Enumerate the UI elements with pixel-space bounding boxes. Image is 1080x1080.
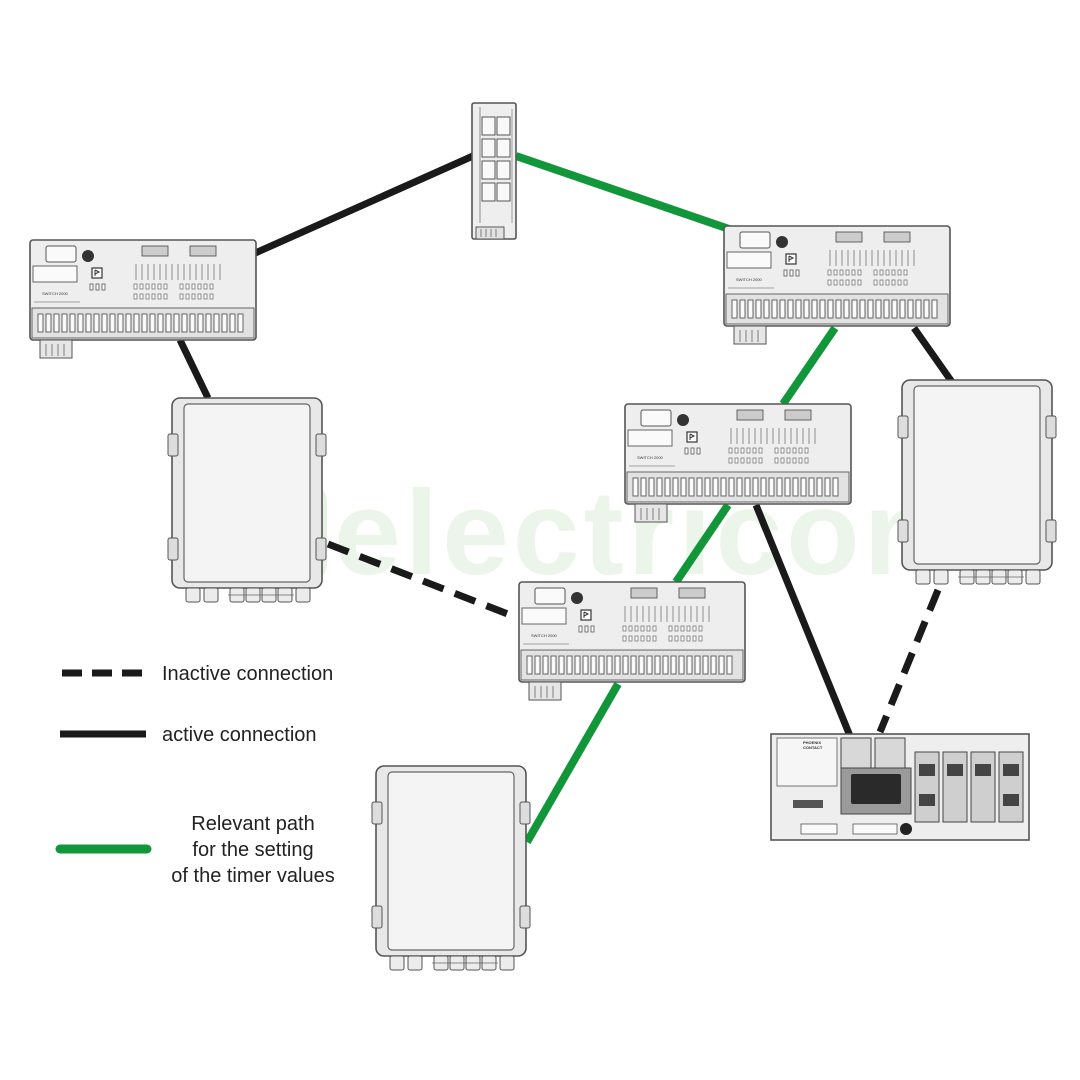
svg-text:CONTACT: CONTACT bbox=[803, 745, 823, 750]
cabinet-bottom bbox=[371, 765, 531, 971]
svg-text:Relevant path: Relevant path bbox=[191, 813, 314, 835]
svg-text:SWITCH 2000: SWITCH 2000 bbox=[42, 291, 69, 296]
legend-item-active: active connection bbox=[60, 724, 317, 746]
svg-text:PHOENIX: PHOENIX bbox=[803, 740, 821, 745]
relevant-connection-right-to-center bbox=[779, 325, 839, 407]
legend-item-inactive: Inactive connection bbox=[62, 663, 333, 685]
svg-text:SWITCH 2000: SWITCH 2000 bbox=[637, 455, 664, 460]
svg-text:SWITCH 2000: SWITCH 2000 bbox=[736, 277, 763, 282]
connections bbox=[176, 152, 955, 844]
svg-text:of the timer values: of the timer values bbox=[171, 865, 334, 887]
cabinet-left bbox=[167, 397, 327, 603]
active-connection-right-cabinet bbox=[911, 325, 955, 385]
svg-text:SWITCH 2000: SWITCH 2000 bbox=[531, 633, 558, 638]
svg-text:for the setting: for the setting bbox=[192, 839, 313, 861]
svg-text:active connection: active connection bbox=[162, 724, 317, 746]
managed-switch-right: SWITCH 2000 bbox=[723, 225, 951, 345]
unmanaged-switch bbox=[471, 102, 517, 240]
active-connection-top-left bbox=[251, 152, 475, 258]
relevant-connection-top-right bbox=[514, 152, 734, 234]
legend-item-relevant: Relevant path for the setting of the tim… bbox=[55, 813, 335, 887]
managed-switch-middle: SWITCH 2000 bbox=[518, 581, 746, 701]
legend: Inactive connection active connection Re… bbox=[55, 663, 335, 887]
active-connection-left-cabinet bbox=[176, 338, 212, 400]
inactive-connection-right-cabinet bbox=[876, 588, 942, 734]
relevant-connection-center-to-middle bbox=[672, 502, 732, 585]
active-connection-center-to-controller bbox=[752, 503, 854, 738]
managed-switch-left: SWITCH 2000 bbox=[29, 239, 257, 359]
cabinet-right bbox=[897, 379, 1057, 585]
svg-text:Inactive connection: Inactive connection bbox=[162, 663, 333, 685]
managed-switch-center: SWITCH 2000 bbox=[624, 403, 852, 523]
relevant-connection-middle-to-bottom bbox=[523, 682, 622, 844]
controller-device: PHOENIX CONTACT bbox=[770, 733, 1030, 841]
